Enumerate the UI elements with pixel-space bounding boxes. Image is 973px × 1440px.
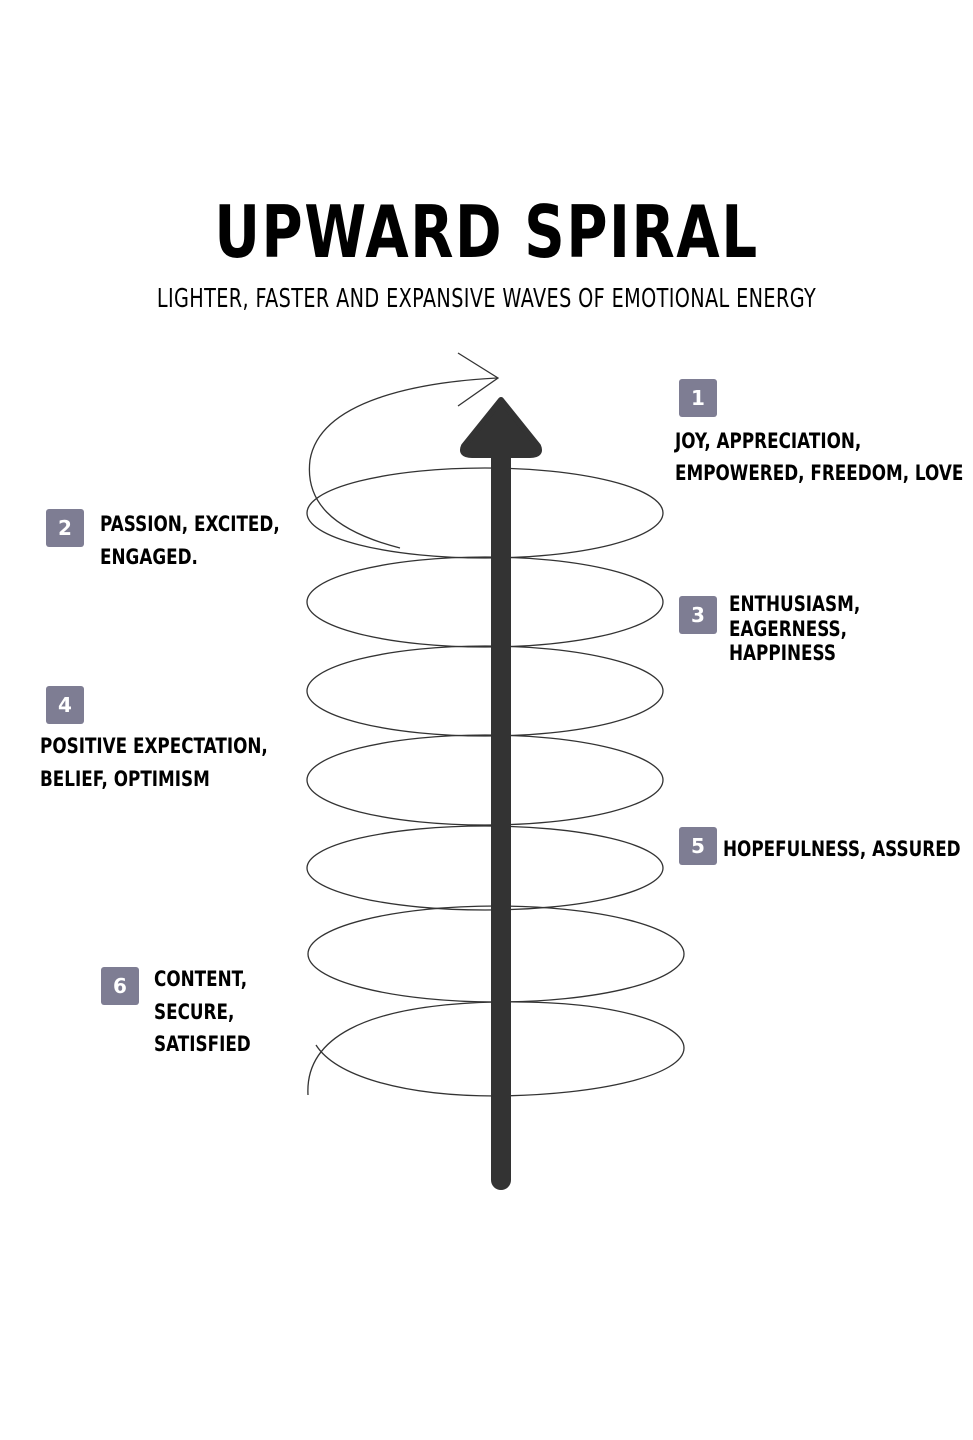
level-badge-2: 2 bbox=[46, 509, 84, 547]
level-2-line: PASSION, EXCITED, bbox=[100, 512, 280, 536]
level-label-2: PASSION, EXCITED, ENGAGED. bbox=[100, 508, 280, 573]
level-3-line: HAPPINESS bbox=[729, 641, 836, 666]
level-1-line: JOY, APPRECIATION, bbox=[675, 429, 862, 453]
spiral-arrowhead-icon bbox=[457, 352, 500, 407]
level-label-1: JOY, APPRECIATION, EMPOWERED, FREEDOM, L… bbox=[675, 426, 963, 489]
level-label-5: HOPEFULNESS, ASSURED bbox=[723, 834, 961, 866]
level-3-line: ENTHUSIASM, bbox=[729, 592, 861, 616]
level-badge-5: 5 bbox=[679, 827, 717, 865]
spiral-ring-5 bbox=[306, 825, 664, 911]
level-3-line: EAGERNESS, bbox=[729, 616, 848, 641]
page-title: UPWARD SPIRAL bbox=[214, 190, 759, 274]
level-1-line: EMPOWERED, FREEDOM, LOVE bbox=[675, 460, 964, 485]
level-5-line: HOPEFULNESS, ASSURED bbox=[723, 837, 961, 861]
level-label-6: CONTENT, SECURE, SATISFIED bbox=[154, 963, 251, 1061]
upward-arrow-head-icon bbox=[460, 397, 542, 458]
spiral-ring-7 bbox=[307, 1001, 685, 1097]
spiral-ring-4 bbox=[306, 734, 664, 826]
level-6-line: SECURE, bbox=[154, 999, 235, 1024]
spiral-top-loop bbox=[308, 377, 498, 549]
level-badge-3: 3 bbox=[679, 596, 717, 634]
level-badge-4: 4 bbox=[46, 686, 84, 724]
level-6-line: SATISFIED bbox=[154, 1032, 251, 1057]
level-label-3: ENTHUSIASM, EAGERNESS, HAPPINESS bbox=[729, 592, 860, 666]
level-label-4: POSITIVE EXPECTATION, BELIEF, OPTIMISM bbox=[40, 730, 268, 795]
spiral-ring-3 bbox=[306, 645, 664, 737]
page-subtitle: LIGHTER, FASTER AND EXPANSIVE WAVES OF E… bbox=[156, 284, 817, 314]
spiral-ring-2 bbox=[306, 556, 664, 648]
upward-arrow bbox=[460, 397, 542, 1190]
level-2-line: ENGAGED. bbox=[100, 544, 198, 569]
level-6-line: CONTENT, bbox=[154, 967, 248, 991]
level-badge-6: 6 bbox=[101, 967, 139, 1005]
level-badge-1: 1 bbox=[679, 379, 717, 417]
spiral-ring-1 bbox=[306, 467, 664, 559]
level-4-line: POSITIVE EXPECTATION, bbox=[40, 734, 268, 758]
level-4-line: BELIEF, OPTIMISM bbox=[40, 766, 210, 791]
spiral-coil bbox=[306, 352, 685, 1097]
